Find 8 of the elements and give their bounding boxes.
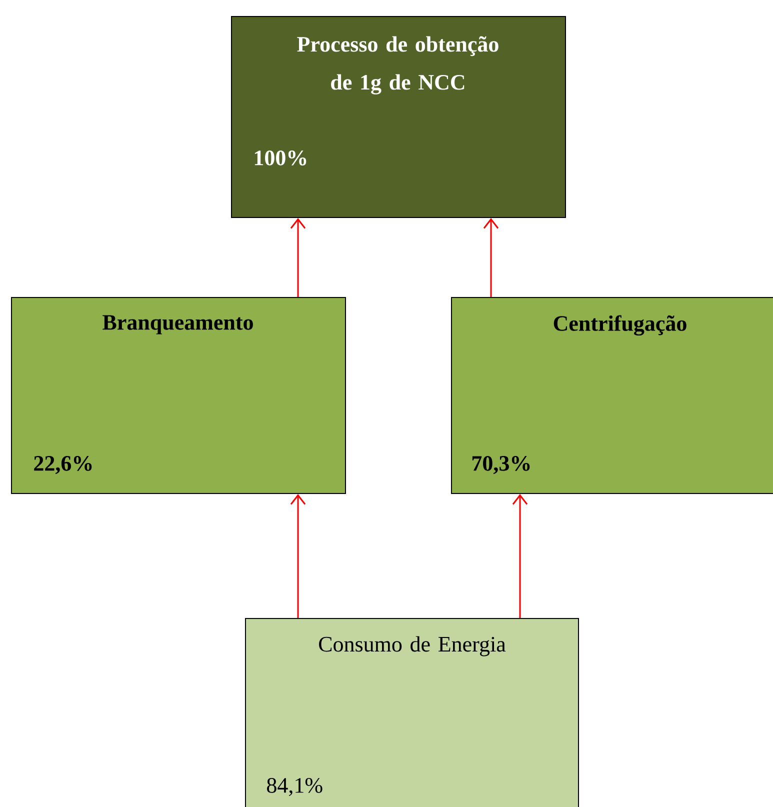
process-box: Centrifugação 70,3%	[451, 297, 773, 494]
arrow	[512, 494, 528, 618]
arrow	[483, 218, 499, 297]
arrow	[290, 218, 306, 297]
process-box: Branqueamento 22,6%	[11, 297, 346, 494]
process-box: Processo de obtenção de 1g de NCC 100%	[231, 16, 566, 218]
process-box: Consumo de Energia 84,1%	[245, 618, 579, 807]
arrow	[290, 494, 306, 618]
